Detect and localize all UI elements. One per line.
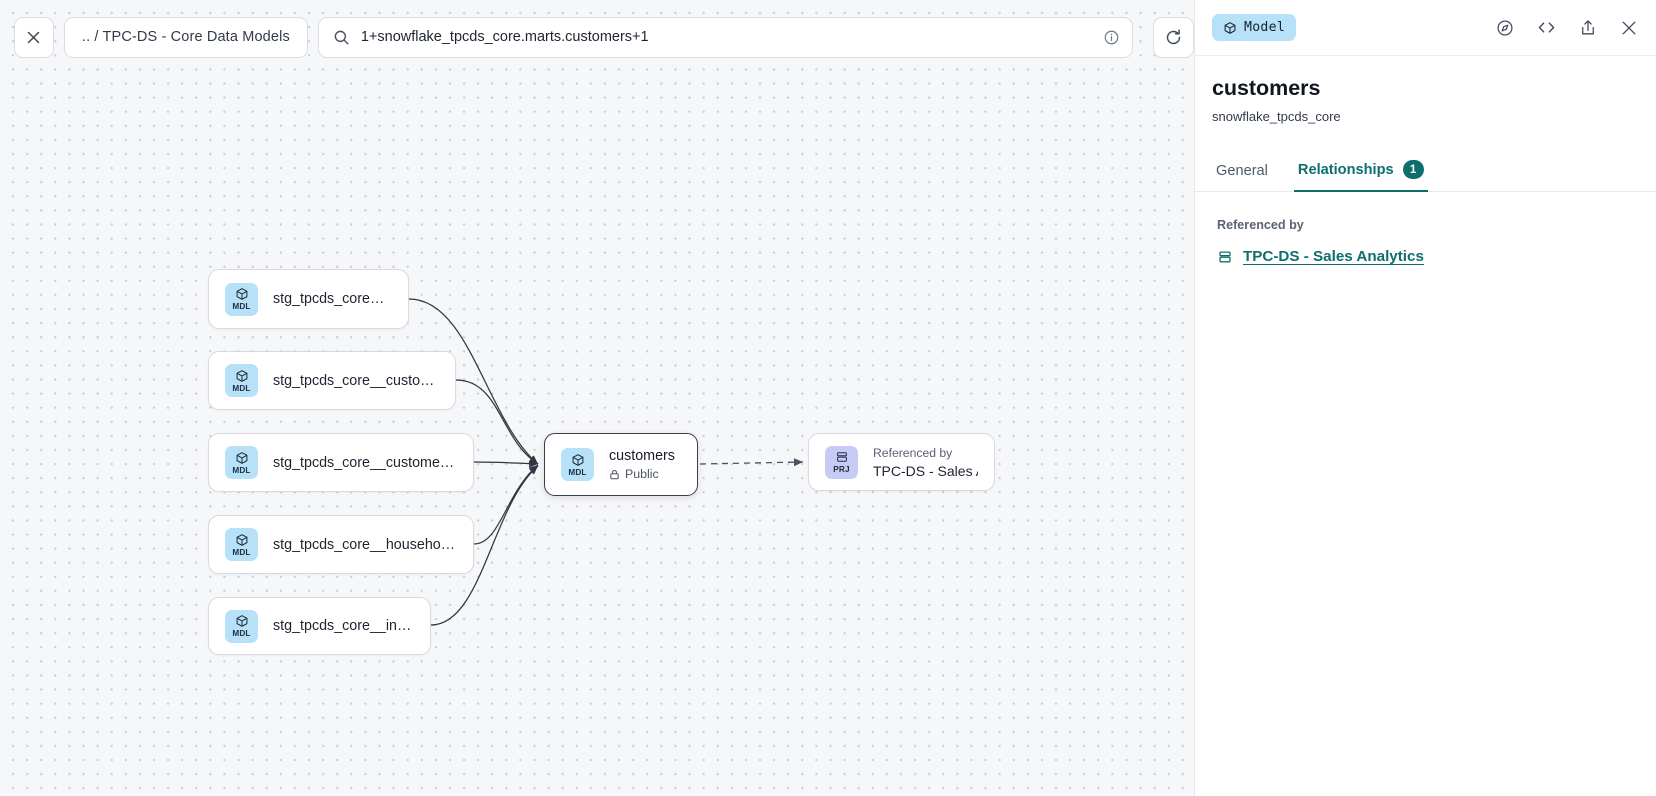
lineage-node[interactable]: MDL stg_tpcds_core__customer (208, 269, 409, 329)
node-label: stg_tpcds_core__household_demogr… (273, 536, 457, 553)
details-panel: Model (1194, 0, 1656, 796)
node-access: Public (609, 467, 675, 481)
lineage-node-selected[interactable]: MDL customers Public (544, 433, 698, 496)
cube-icon (236, 369, 247, 382)
tab-general[interactable]: General (1212, 154, 1272, 192)
node-kicker: Referenced by (873, 445, 953, 460)
page-title: customers (1212, 76, 1321, 100)
cube-icon (236, 533, 247, 546)
close-icon (1622, 21, 1636, 34)
model-badge: MDL (225, 282, 258, 316)
search-input[interactable]: 1+snowflake_tpcds_core.marts.customers+1 (317, 16, 1134, 58)
search-value: 1+snowflake_tpcds_core.marts.customers+1 (360, 29, 649, 45)
compass-icon (1497, 19, 1513, 36)
node-label: stg_tpcds_core__income_band (273, 618, 414, 634)
cube-icon (1224, 21, 1236, 34)
node-label: stg_tpcds_core__customer_demogra… (273, 454, 457, 471)
cube-icon (236, 451, 247, 464)
search-icon (334, 30, 349, 44)
node-title: customers (609, 448, 675, 464)
code-icon (1538, 22, 1555, 33)
node-access-label: Public (625, 467, 659, 481)
share-button[interactable] (1578, 18, 1598, 38)
cube-icon (236, 288, 247, 300)
section-label: Referenced by (1217, 218, 1304, 232)
cube-icon (572, 453, 583, 466)
refresh-icon (1166, 28, 1181, 44)
breadcrumb[interactable]: .. / TPC-DS - Core Data Models (63, 16, 308, 58)
panel-toolbar: Model (1195, 0, 1656, 56)
close-lineage-button[interactable] (14, 16, 54, 58)
lineage-node[interactable]: MDL stg_tpcds_core__income_band (208, 597, 431, 655)
reference-link[interactable]: TPC-DS - Sales Analytics (1243, 248, 1424, 265)
tab-count-badge: 1 (1402, 160, 1424, 179)
cube-icon (236, 615, 247, 627)
tab-label: Relationships (1297, 161, 1394, 178)
badge-text: MDL (232, 629, 251, 638)
tab-label: General (1216, 163, 1268, 179)
code-button[interactable] (1536, 17, 1557, 38)
canvas-toolbar: .. / TPC-DS - Core Data Models 1+snowfla… (0, 0, 1194, 74)
project-icon (836, 452, 847, 462)
close-icon (28, 31, 40, 43)
model-badge: MDL (561, 448, 594, 481)
badge-text: MDL (232, 383, 251, 393)
badge-text: MDL (232, 547, 251, 557)
lock-icon (610, 469, 619, 479)
lineage-edges (408, 298, 804, 626)
model-badge: MDL (225, 609, 258, 643)
compass-button[interactable] (1495, 18, 1515, 38)
close-panel-button[interactable] (1619, 18, 1639, 38)
asset-type-chip: Model (1212, 14, 1297, 41)
info-icon[interactable] (1103, 29, 1120, 46)
panel-header: customers snowflake_tpcds_core (1195, 56, 1656, 124)
model-badge: MDL (225, 364, 258, 397)
node-text-stack: customers Public (609, 448, 675, 481)
share-icon (1582, 19, 1594, 34)
badge-text: MDL (568, 467, 587, 477)
node-label: stg_tpcds_core__customer_address (273, 372, 439, 389)
model-badge: MDL (225, 528, 258, 561)
node-text-stack: Referenced by TPC-DS - Sales Analytics (873, 446, 978, 479)
breadcrumb-label: .. / TPC-DS - Core Data Models (81, 29, 290, 45)
page-subtitle: snowflake_tpcds_core (1212, 109, 1341, 124)
asset-type-label: Model (1244, 20, 1286, 35)
project-badge: PRJ (825, 445, 858, 479)
panel-tabs: General Relationships 1 (1195, 151, 1656, 192)
model-badge: MDL (225, 446, 258, 479)
badge-text: MDL (232, 465, 251, 475)
lineage-canvas[interactable]: .. / TPC-DS - Core Data Models 1+snowfla… (0, 0, 1194, 796)
refresh-button[interactable] (1153, 16, 1194, 58)
project-icon (1219, 250, 1231, 262)
tab-relationships[interactable]: Relationships 1 (1293, 151, 1428, 192)
badge-text: MDL (232, 302, 251, 311)
reference-item[interactable]: TPC-DS - Sales Analytics (1217, 248, 1639, 265)
panel-actions (1495, 17, 1639, 38)
node-title: TPC-DS - Sales Analytics (873, 462, 978, 479)
lineage-node[interactable]: MDL stg_tpcds_core__household_demogr… (208, 515, 474, 574)
badge-text: PRJ (833, 465, 850, 474)
node-label: stg_tpcds_core__customer (273, 291, 392, 307)
lineage-node[interactable]: MDL stg_tpcds_core__customer_address (208, 351, 456, 410)
lineage-node-project[interactable]: PRJ Referenced by TPC-DS - Sales Analyti… (808, 433, 995, 491)
lineage-node[interactable]: MDL stg_tpcds_core__customer_demogra… (208, 433, 474, 492)
